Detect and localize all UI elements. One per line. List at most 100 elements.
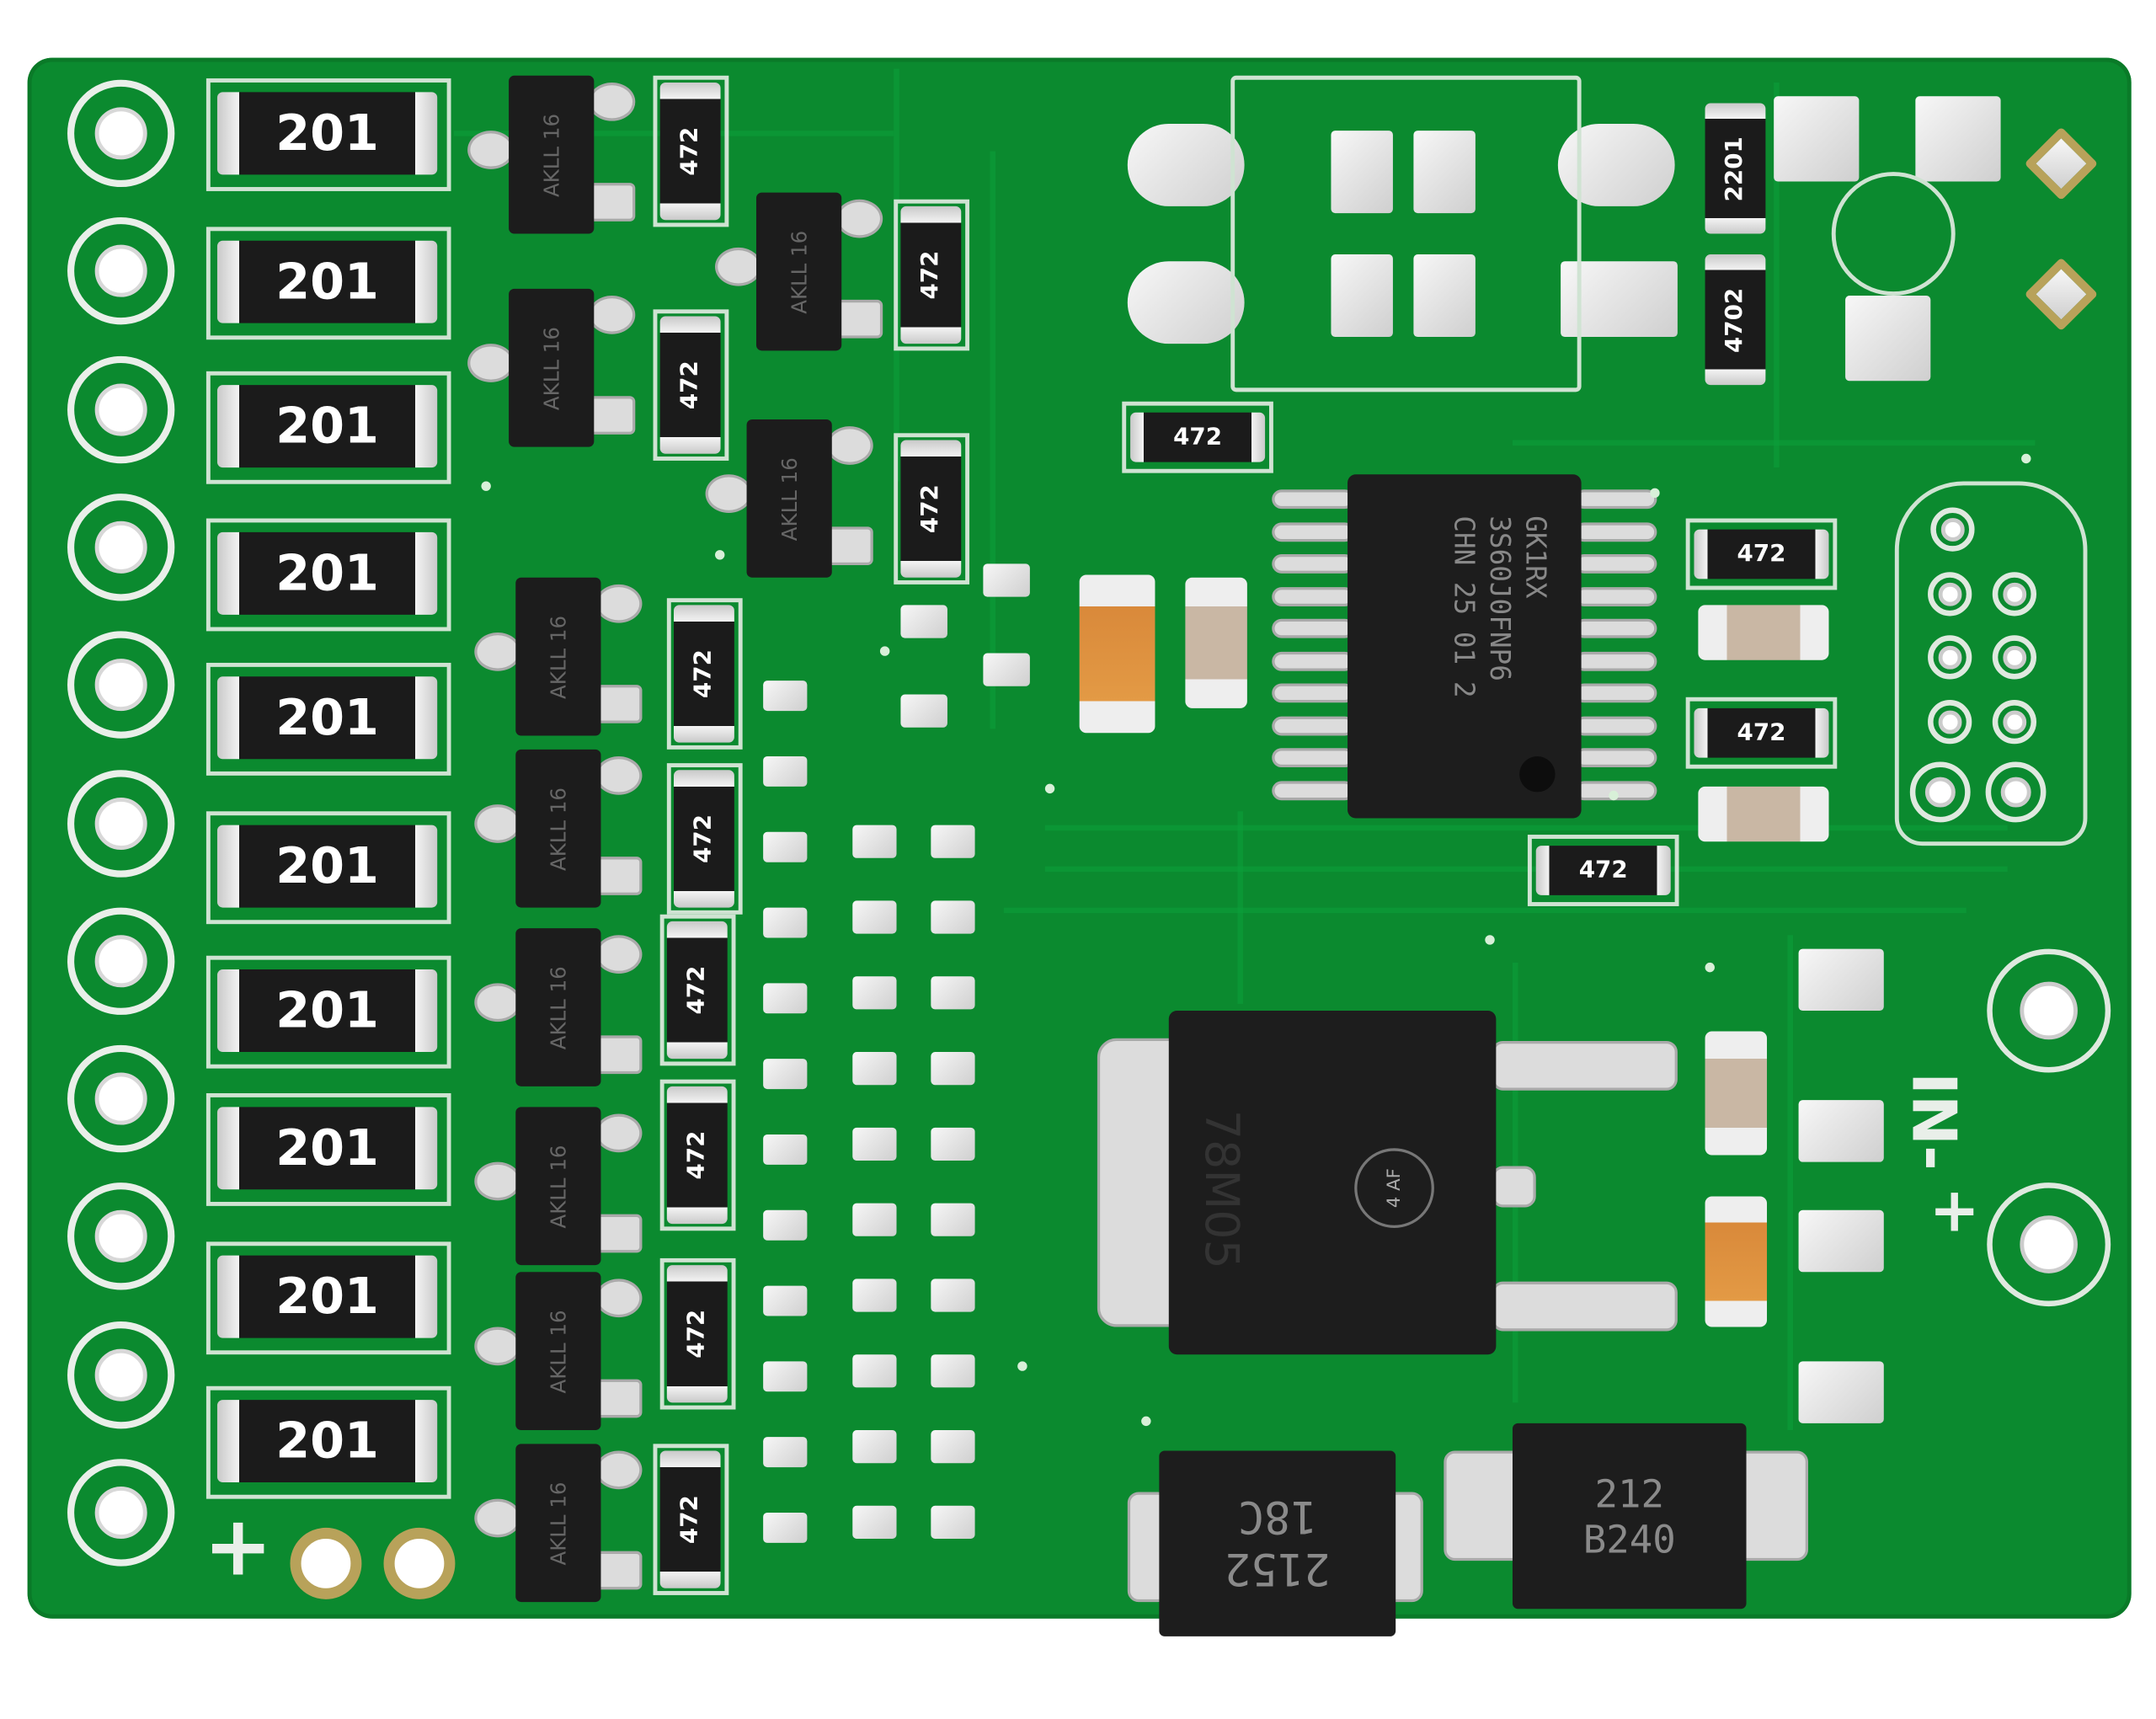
resistor-2201: 2201 [1705, 103, 1766, 234]
transistor-lead [588, 183, 636, 222]
resistor-472-label: 472 [1173, 423, 1223, 451]
regulator-lead [1492, 1166, 1536, 1208]
transistor-lead [474, 983, 521, 1022]
smd-pad [852, 1279, 897, 1312]
header-pin [67, 355, 175, 463]
transistor-lead [588, 296, 636, 334]
resistor-472-label: 472 [676, 126, 704, 176]
smd-pad [931, 1505, 975, 1539]
transistor-lead [588, 396, 636, 435]
transistor: AKLL 16 [515, 749, 601, 908]
ic-pin [1574, 683, 1657, 703]
capacitor [1705, 1031, 1768, 1156]
smd-pad [852, 1505, 897, 1539]
power-resistor-label: 201 [275, 689, 379, 746]
via [2021, 453, 2031, 464]
smd-pad [852, 976, 897, 1010]
transistor-lead [467, 131, 515, 169]
power-resistor-label: 201 [275, 982, 379, 1039]
smd-pad [852, 1430, 897, 1464]
transistor-lead [467, 344, 515, 382]
smd-pad [1915, 96, 2001, 182]
smd-pad [900, 605, 947, 638]
header-pin [67, 1459, 175, 1567]
power-resistor-label: 201 [275, 398, 379, 455]
header-pin [67, 631, 175, 739]
smd-pad [1798, 1361, 1884, 1423]
smd-pad [852, 1052, 897, 1086]
component-outline [1230, 75, 1582, 392]
copper-trace [1237, 811, 1243, 1004]
resistor-outline [666, 763, 743, 915]
resistor-outline [666, 598, 743, 750]
resistor-outline [894, 199, 970, 351]
ic-pin [1272, 521, 1355, 542]
connector-outline [1894, 481, 2088, 846]
transistor-lead [826, 526, 873, 566]
transistor: AKLL 16 [515, 1107, 601, 1266]
voltage-regulator: 78M05 4 AF [1168, 1011, 1497, 1355]
resistor-472-label: 472 [690, 814, 718, 863]
resistor-outline [659, 914, 736, 1066]
transistor-lead [595, 1035, 643, 1075]
via [481, 481, 491, 491]
resistor-472-label: 472 [917, 484, 945, 534]
copper-trace [1044, 866, 2008, 873]
transistor-lead [835, 199, 883, 238]
smd-pad [983, 653, 1030, 686]
gold-via [383, 1527, 456, 1599]
power-resistor-label: 201 [275, 1412, 379, 1470]
header-pin [67, 769, 175, 877]
resistor-outline [205, 662, 451, 776]
smd-pad [1413, 131, 1476, 214]
transistor-lead [835, 299, 883, 339]
header-pin [67, 217, 175, 325]
smd-pad [1798, 948, 1884, 1012]
resistor-outline [205, 227, 451, 340]
power-resistor: 201 [216, 92, 438, 175]
buzzer-outline [1831, 172, 1956, 296]
transistor-lead [474, 1327, 521, 1366]
resistor-outline [205, 1092, 451, 1206]
ic-pin [1574, 521, 1657, 542]
ic-pin [1574, 715, 1657, 735]
transistor-label: AKLL 16 [776, 456, 802, 541]
smd-pad [852, 825, 897, 858]
transistor-lead [595, 1113, 643, 1153]
via [879, 646, 890, 656]
resistor-472: 472 [666, 1086, 728, 1225]
smd-pad [1774, 96, 1860, 182]
smd-pad [763, 1209, 808, 1241]
power-resistor: 201 [216, 1107, 438, 1190]
transistor-lead [595, 1450, 643, 1490]
resistor-outline [1122, 401, 1273, 473]
header-pin [67, 493, 175, 601]
ic-pin [1574, 651, 1657, 670]
transistor: AKLL 16 [515, 1272, 601, 1431]
smd-pad [983, 563, 1030, 597]
transistor-lead [474, 1161, 521, 1201]
transistor-lead [595, 1551, 643, 1590]
diode-left: 2152 18C [1159, 1450, 1396, 1636]
resistor-outline [653, 309, 729, 461]
resistor-472: 472 [674, 605, 734, 743]
resistor-472-label: 472 [683, 1309, 712, 1359]
resistor-472: 472 [666, 1265, 728, 1403]
transistor-lead [474, 633, 521, 671]
diode-left-marking-1: 2152 [1224, 1543, 1331, 1596]
transistor-label: AKLL 16 [546, 1144, 571, 1228]
transistor-lead [595, 935, 643, 974]
transistor-lead [595, 1214, 643, 1253]
resistor-472: 472 [659, 82, 721, 221]
smd-pad [931, 1430, 975, 1464]
capacitor [1185, 577, 1247, 708]
smd-pad [763, 907, 808, 938]
diode-right-marking-2: B240 [1582, 1516, 1676, 1562]
transistor: AKLL 16 [509, 288, 595, 447]
transistor-lead [826, 426, 873, 465]
header-pin [67, 907, 175, 1015]
resistor-outline [205, 78, 451, 191]
copper-trace [1003, 907, 1967, 914]
via [1141, 1416, 1151, 1427]
resistor-472: 472 [1535, 846, 1671, 895]
